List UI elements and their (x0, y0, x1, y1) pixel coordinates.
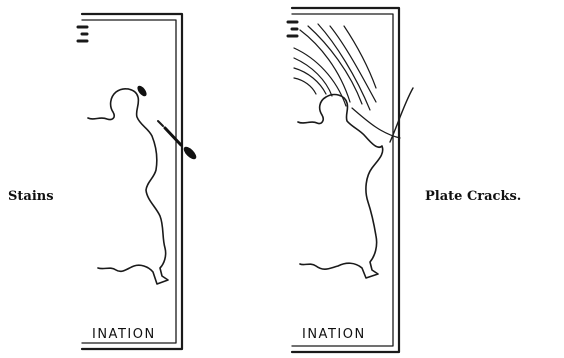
crack-line (308, 26, 362, 104)
plate-cracks (294, 24, 413, 142)
left-letter-fragment (78, 27, 87, 41)
crack-line (294, 78, 316, 94)
plate-cracks-label: Plate Cracks. (425, 189, 521, 204)
right-caption: INATION (302, 327, 366, 342)
crack-line (330, 26, 376, 102)
stain-streak (165, 128, 181, 145)
left-caption: INATION (92, 327, 156, 342)
right-panel: INATION (288, 8, 413, 352)
crack-line (344, 26, 376, 88)
stains-label: Stains (8, 189, 54, 204)
crack-line (294, 68, 326, 94)
right-frame-outer (292, 8, 399, 352)
left-panel: INATION (78, 14, 198, 349)
right-letter-fragment (288, 22, 297, 36)
left-frame-outer (82, 14, 182, 349)
left-frame-inner (82, 20, 176, 343)
crack-line (294, 58, 332, 96)
right-frame-inner (292, 14, 393, 346)
stain-bottom-blot (182, 145, 199, 162)
right-figure-silhouette (298, 95, 383, 278)
left-figure-silhouette (88, 89, 168, 284)
stain-dash-mark (158, 121, 163, 126)
